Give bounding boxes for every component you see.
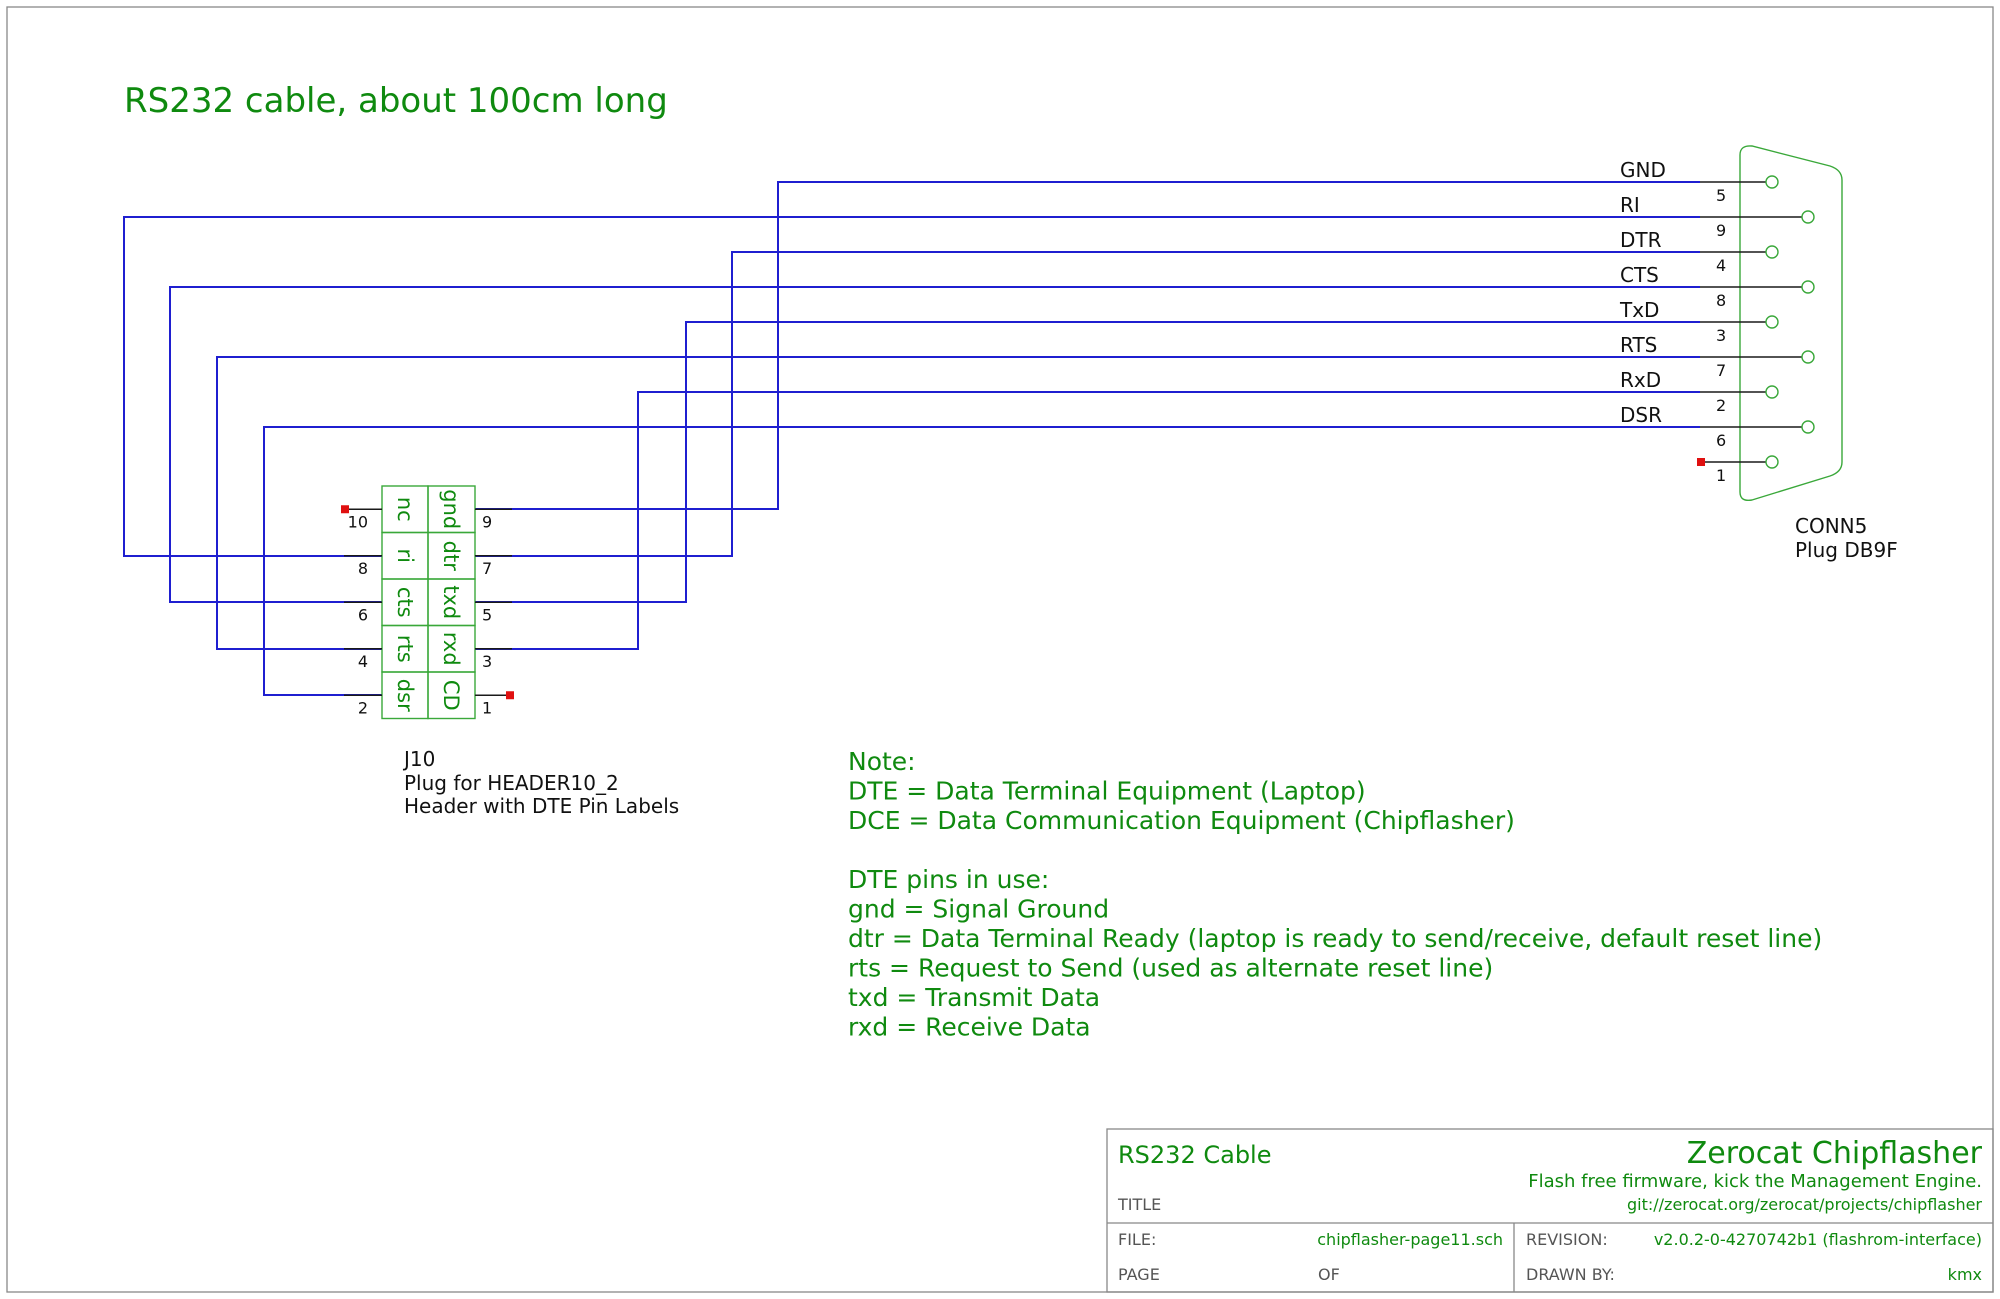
db9-pin-number: 6	[1716, 431, 1726, 450]
db9-signal-label: GND	[1620, 158, 1666, 182]
wire-ri	[123, 216, 1700, 557]
db9-pin-contact	[1765, 315, 1779, 329]
wire-rts	[216, 356, 1700, 650]
note-block: Note:DTE = Data Terminal Equipment (Lapt…	[848, 747, 1822, 1042]
revision-label: REVISION:	[1526, 1230, 1608, 1249]
db9-pin-number: 9	[1716, 221, 1726, 240]
wire-dtr	[475, 251, 1700, 557]
db9-pin-contact	[1765, 385, 1779, 399]
no-connect-marker	[341, 505, 349, 514]
no-connect-marker	[1697, 458, 1705, 466]
db9-ref: CONN5	[1795, 514, 1867, 538]
db9-pin-number: 1	[1716, 466, 1726, 485]
header-value: Plug for HEADER10_2	[404, 771, 619, 795]
note-line: DTE pins in use:	[848, 865, 1049, 894]
db9-pin-contact	[1765, 175, 1779, 189]
revision-value: v2.0.2-0-4270742b1 (flashrom-interface)	[1654, 1230, 1982, 1249]
db9-pin-contact	[1801, 280, 1815, 294]
header-signal-label-right: CD	[439, 680, 463, 711]
wire-cts	[169, 286, 1700, 603]
wire-dsr	[263, 426, 1700, 696]
header-pin-number-left: 6	[358, 605, 368, 624]
wire-group	[123, 181, 1700, 696]
header-signal-label-left: rts	[393, 635, 417, 663]
db9-signal-label: DTR	[1620, 228, 1662, 252]
db9-signal-label: RTS	[1620, 333, 1657, 357]
header-signal-label-left: dsr	[393, 679, 417, 712]
db9-pin-contact	[1765, 455, 1779, 469]
page-label: PAGE	[1118, 1265, 1160, 1284]
db9-pin-contact	[1801, 350, 1815, 364]
file-label: FILE:	[1118, 1230, 1156, 1249]
header-pin-number-left: 4	[358, 652, 368, 671]
header-description: Header with DTE Pin Labels	[404, 794, 679, 818]
header-pin-number-right: 5	[482, 605, 492, 624]
header-pin-number-left: 10	[348, 512, 368, 531]
header-pin-number-right: 9	[482, 512, 492, 531]
note-line: rts = Request to Send (used as alternate…	[848, 954, 1493, 983]
sheet-title: RS232 Cable	[1118, 1141, 1271, 1169]
note-line: DTE = Data Terminal Equipment (Laptop)	[848, 777, 1366, 806]
db9-pin-number: 2	[1716, 396, 1726, 415]
db9-pin-number: 5	[1716, 186, 1726, 205]
db9-signal-label: CTS	[1620, 263, 1659, 287]
db9-pin-number: 7	[1716, 361, 1726, 380]
header-ref: J10	[402, 747, 435, 771]
db9-pin-contact	[1765, 245, 1779, 259]
drawn-by-label: DRAWN BY:	[1526, 1265, 1615, 1284]
project-tagline: Flash free firmware, kick the Management…	[1528, 1171, 1982, 1192]
wire-rxd	[475, 391, 1700, 650]
title-block: RS232 Cable TITLE Zerocat Chipflasher Fl…	[1106, 1128, 1994, 1293]
header-pin-number-right: 3	[482, 652, 492, 671]
file-name: chipflasher-page11.sch	[1317, 1230, 1503, 1249]
title-label: TITLE	[1117, 1195, 1161, 1214]
project-url: git://zerocat.org/zerocat/projects/chipf…	[1627, 1195, 1982, 1214]
sheet-border	[6, 6, 1994, 1293]
header-signal-label-left: cts	[393, 587, 417, 618]
of-label: OF	[1318, 1265, 1340, 1284]
header-signal-label-right: rxd	[439, 632, 463, 666]
header-signal-label-right: gnd	[439, 489, 463, 529]
db9-signal-label: DSR	[1620, 403, 1662, 427]
header-pin-number-right: 7	[482, 559, 492, 578]
db9-value: Plug DB9F	[1795, 538, 1898, 562]
header-pin-number-right: 1	[482, 698, 492, 717]
schematic-title: RS232 cable, about 100cm long	[124, 81, 668, 121]
db9-pin-contact	[1801, 420, 1815, 434]
title-block-frame	[1106, 1128, 1994, 1293]
db9-signal-label: RxD	[1620, 368, 1661, 392]
header-signal-label-right: txd	[439, 585, 463, 619]
note-line: rxd = Receive Data	[848, 1013, 1091, 1042]
project-name: Zerocat Chipflasher	[1687, 1136, 1983, 1171]
note-line: Note:	[848, 747, 916, 776]
wire-gnd	[475, 181, 1700, 510]
db9-pin-number: 3	[1716, 326, 1726, 345]
no-connect-marker	[506, 691, 514, 700]
db9-signal-label: TxD	[1619, 298, 1659, 322]
header-signal-label-left: nc	[393, 497, 417, 522]
wire-txd	[475, 321, 1700, 603]
note-line: gnd = Signal Ground	[848, 895, 1109, 924]
note-line: dtr = Data Terminal Ready (laptop is rea…	[848, 924, 1822, 953]
drawn-by-value: kmx	[1948, 1265, 1982, 1284]
db9-shell	[1739, 145, 1843, 502]
header-pin-number-left: 8	[358, 559, 368, 578]
db9-signal-label: RI	[1620, 193, 1640, 217]
db9-connector: 5 GND 9 RI 4 DTR 8 CTS 3 TxD 7 RTS 2 RxD 6 DSR 1 CONN5 P…	[1619, 145, 1898, 562]
note-line: txd = Transmit Data	[848, 983, 1100, 1012]
header-signal-label-left: ri	[393, 549, 417, 563]
db9-pin-number: 4	[1716, 256, 1726, 275]
header-pin-number-left: 2	[358, 698, 368, 717]
db9-pin-contact	[1801, 210, 1815, 224]
note-line: DCE = Data Communication Equipment (Chip…	[848, 806, 1515, 835]
db9-pin-number: 8	[1716, 291, 1726, 310]
header-signal-label-right: dtr	[439, 541, 463, 572]
